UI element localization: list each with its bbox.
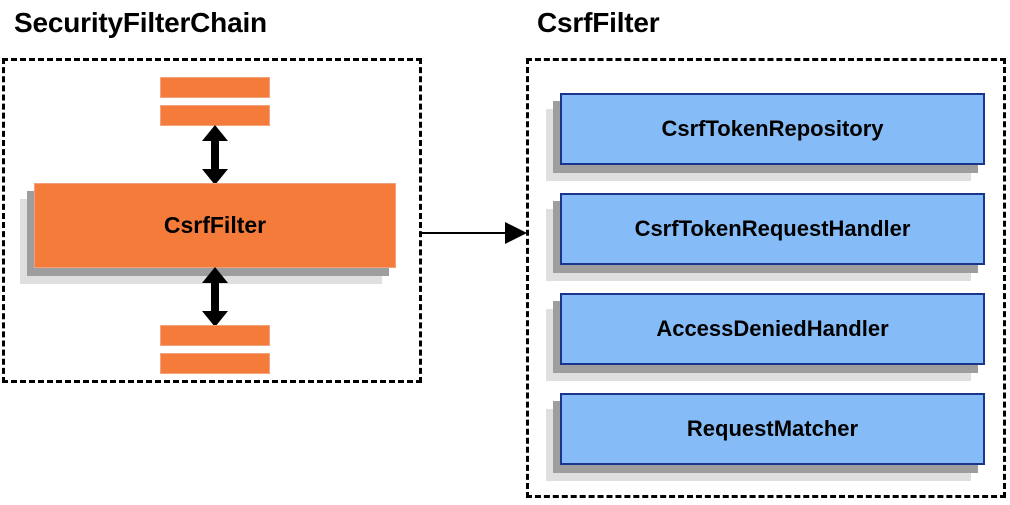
node-csrf-token-repository[interactable]: CsrfTokenRepository <box>546 93 985 181</box>
filter-slat-top-2 <box>160 105 270 126</box>
node-label: RequestMatcher <box>560 393 985 465</box>
group-box-csrf-filter <box>526 58 1006 498</box>
node-label: AccessDeniedHandler <box>560 293 985 365</box>
arrow-head-up-icon <box>202 125 228 141</box>
node-access-denied-handler[interactable]: AccessDeniedHandler <box>546 293 985 381</box>
arrow-shaft <box>211 138 219 172</box>
filter-slat-top-1 <box>160 77 270 98</box>
double-arrow-down-icon <box>202 267 228 327</box>
arrow-shaft <box>211 280 219 314</box>
filter-slat-bottom-1 <box>160 325 270 346</box>
arrow-head-up-icon <box>202 267 228 283</box>
connector-shaft <box>422 232 508 234</box>
node-csrf-filter[interactable]: CsrfFilter <box>20 183 396 284</box>
node-csrf-filter-label: CsrfFilter <box>34 183 396 268</box>
page-title-security-filter-chain: SecurityFilterChain <box>14 7 267 38</box>
node-label: CsrfTokenRepository <box>560 93 985 165</box>
filter-slat-bottom-2 <box>160 353 270 374</box>
arrow-head-down-icon <box>202 169 228 185</box>
page-title-csrf-filter: CsrfFilter <box>537 7 660 38</box>
connector-right-arrow-icon <box>422 222 527 244</box>
arrow-head-down-icon <box>202 311 228 327</box>
group-box-security-filter-chain <box>2 58 422 383</box>
double-arrow-up-icon <box>202 125 228 185</box>
node-label: CsrfTokenRequestHandler <box>560 193 985 265</box>
node-request-matcher[interactable]: RequestMatcher <box>546 393 985 481</box>
node-csrf-token-request-handler[interactable]: CsrfTokenRequestHandler <box>546 193 985 281</box>
connector-arrow-head-icon <box>505 222 527 244</box>
